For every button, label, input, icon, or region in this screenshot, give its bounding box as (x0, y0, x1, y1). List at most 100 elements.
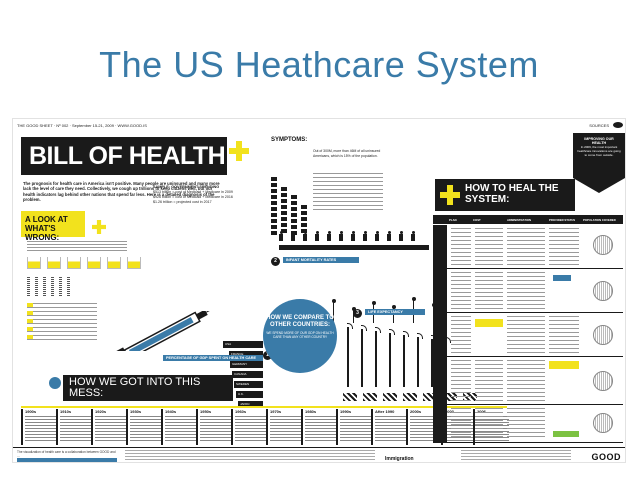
hatched-bar (383, 393, 397, 401)
table-col-plan: PLAN (449, 218, 457, 222)
table-cell (507, 360, 545, 401)
good-mini-logo-icon (613, 122, 623, 128)
timeline-text (305, 416, 337, 442)
green-status-bar (553, 431, 579, 437)
vertical-label (67, 277, 70, 297)
footer-credit: The visualization of health care is a co… (17, 450, 116, 458)
timeline-entry: 1980s (301, 409, 337, 445)
timeline-entry: 1930s (126, 409, 162, 445)
marker-2-icon: 2 (271, 257, 280, 266)
person-icon (327, 231, 331, 241)
timeline-year: 1950s (200, 409, 212, 414)
vertical-label-bars (27, 277, 107, 299)
table-row (433, 313, 623, 357)
timeline-text (95, 416, 127, 442)
symptoms-section: SYMPTOMS: (271, 137, 421, 143)
timeline-text (235, 416, 267, 442)
row-category (433, 313, 447, 356)
gdp-label-bar: PERCENTAGE OF GDP SPENT ON HEALTH CARE (163, 355, 263, 361)
vertical-label (27, 277, 30, 297)
country-bar-usa: USA (223, 341, 263, 348)
table-cell (507, 408, 545, 439)
row-category (433, 357, 447, 404)
table-cell (507, 272, 545, 309)
symptom-pill-stacks (271, 175, 421, 235)
timeline-year: 1900s (25, 409, 37, 414)
timeline-year: 2003 (445, 409, 454, 414)
timeline-text (200, 416, 232, 442)
table-col-provider: PROVIDER STATUS (549, 218, 576, 222)
lollipop-mark (331, 299, 336, 323)
table-cell (475, 228, 503, 265)
table-cell (549, 228, 579, 265)
cane-mark (403, 331, 409, 387)
table-cell (451, 272, 471, 309)
timeline-entry: 1960s (231, 409, 267, 445)
country-bar-canada: CANADA (232, 371, 263, 378)
hatched-bar (423, 393, 437, 401)
vertical-label (35, 277, 38, 297)
lollipop-mark (391, 305, 396, 323)
sample-line: $1.26 trillion = projected cost in 2017 (153, 200, 212, 204)
symptoms-details (313, 173, 383, 213)
people-icons-row (279, 231, 429, 245)
improving-health-badge: IMPROVING OUR HEALTH In 2009, the most i… (573, 133, 625, 193)
population-pie (593, 371, 613, 391)
table-cell (451, 408, 471, 439)
timeline-entry: 1970s (266, 409, 302, 445)
cup-icon (107, 257, 121, 269)
poster-header: THE GOOD SHEET · Nº 002 · September 15-2… (17, 122, 623, 131)
infant-mortality-label: INFANT MORTALITY RATES (283, 257, 359, 263)
timeline-axis (21, 406, 507, 408)
table-row (433, 269, 623, 313)
timeline-text (165, 416, 197, 442)
cane-mark (417, 333, 423, 387)
timeline-year: 2000s (410, 409, 422, 414)
country-gdp-bars: USA FRANCE GERMANY CANADA SWEDEN U.K. JA… (223, 341, 263, 431)
badge-text: In 2009, the most important healthcare i… (577, 145, 621, 157)
row-category (433, 405, 447, 442)
marker-dot-icon (49, 377, 61, 389)
timeline-year: 1960s (235, 409, 247, 414)
heal-system-table: PLAN COST ADMINISTRATION PROVIDER STATUS… (433, 215, 623, 443)
person-icon (351, 231, 355, 241)
pill-stack (291, 195, 297, 235)
poster-header-left: THE GOOD SHEET · Nº 002 · September 15-2… (17, 123, 147, 128)
table-cell (475, 360, 503, 401)
cup-icon (67, 257, 81, 269)
table-cell (451, 316, 471, 353)
spending-cups-graphic (27, 253, 147, 271)
table-cell (475, 272, 503, 309)
spending-text-block (27, 241, 127, 251)
sample-line: $926 billion = cost of Medicaid + Medica… (153, 195, 233, 199)
timeline-entry: After 1990 (371, 409, 407, 445)
vertical-label (43, 277, 46, 297)
expenditure-list (27, 303, 97, 343)
timeline-text (130, 416, 162, 442)
sample-title: SAMPLE: GOVERNMENT SPENDING (153, 185, 220, 189)
timeline-year: 1910s (60, 409, 72, 414)
how-to-heal-title: HOW TO HEAL THE SYSTEM: (465, 183, 559, 205)
population-pie (593, 281, 613, 301)
table-header: PLAN COST ADMINISTRATION PROVIDER STATUS… (433, 217, 623, 224)
footer-blue-bar (17, 458, 117, 462)
pill-stack (271, 177, 277, 235)
timeline-year: 1920s (95, 409, 107, 414)
compare-countries-circle: HOW WE COMPARE TO OTHER COUNTRIES: WE SP… (263, 299, 337, 373)
badge-title: IMPROVING OUR HEALTH (584, 137, 614, 145)
badge-content: IMPROVING OUR HEALTH In 2009, the most i… (577, 137, 621, 157)
highlight-bar (549, 361, 579, 369)
row-category (433, 225, 447, 268)
medical-cross-icon (92, 220, 106, 234)
person-icon (363, 231, 367, 241)
how-to-heal-banner: HOW TO HEAL THE SYSTEM: (435, 179, 575, 211)
hatched-bar (443, 393, 457, 401)
country-bar-france: FRANCE (229, 351, 263, 358)
person-icon (279, 231, 283, 241)
compare-subtitle: WE SPEND MORE OF OUR GDP ON HEALTH CARE … (266, 331, 334, 340)
country-bar-sweden: SWEDEN (234, 381, 263, 388)
poster-intro: The prognosis for health care in America… (23, 181, 220, 203)
cup-icon (127, 257, 141, 269)
table-cell (451, 360, 471, 401)
symptoms-text: Out of 300M, more than 46M of all uninsu… (313, 149, 381, 158)
